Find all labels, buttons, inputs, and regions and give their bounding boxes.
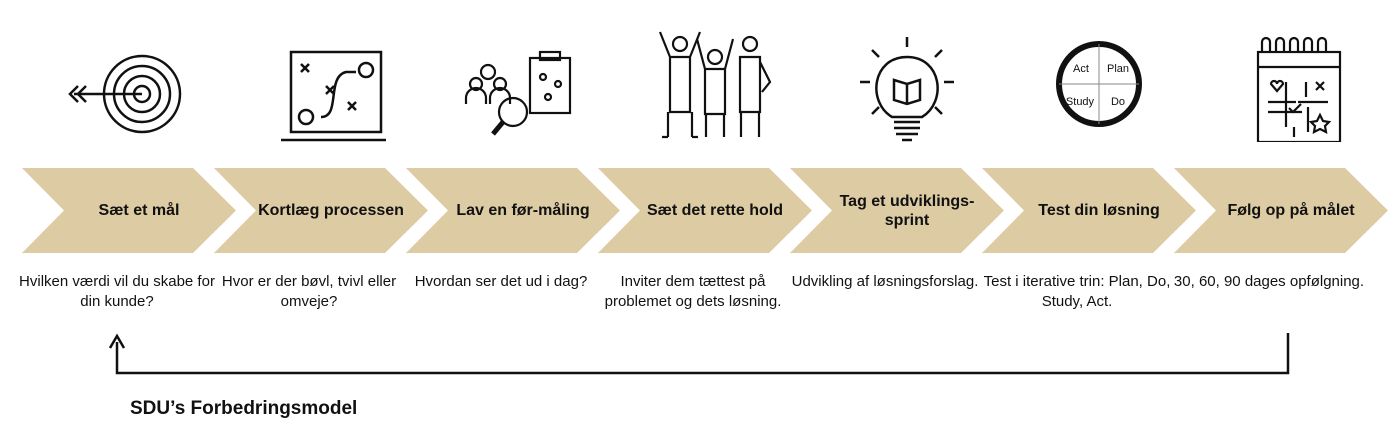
step-description: 30, 60, 90 dages opfølgning. bbox=[1173, 273, 1365, 290]
chevron-shape bbox=[1174, 168, 1388, 253]
step-description: Hvilken værdi vil du skabe for din kunde… bbox=[19, 273, 215, 310]
step-title: Kortlæg processen bbox=[258, 202, 404, 219]
step-4: Sæt det rette hold Inviter dem tættest p… bbox=[598, 0, 812, 445]
step-6: Act Plan Study Do Test din løsning Test … bbox=[982, 0, 1196, 445]
step-title: Test din løsning bbox=[1038, 202, 1160, 219]
step-title: Sæt det rette hold bbox=[646, 202, 783, 219]
footer-title: SDU’s Forbedringsmodel bbox=[130, 398, 358, 419]
chevron-shape bbox=[790, 168, 1004, 253]
team-cheering-icon bbox=[640, 22, 790, 142]
pdsa-cycle-icon: Act Plan Study Do bbox=[1024, 22, 1174, 142]
chevron-shape bbox=[598, 168, 812, 253]
chevron-shape bbox=[214, 168, 428, 253]
step-title: Tag et udviklings-sprint bbox=[839, 192, 975, 229]
step-description: Hvordan ser det ud i dag? bbox=[414, 273, 588, 290]
pdsa-study: Study bbox=[1066, 96, 1095, 108]
map-strategy-icon bbox=[256, 22, 406, 142]
pdsa-act: Act bbox=[1073, 63, 1089, 75]
lightbulb-book-icon bbox=[832, 22, 982, 142]
step-title: Lav en før-måling bbox=[456, 202, 590, 219]
step-title: Følg op på målet bbox=[1227, 202, 1355, 219]
step-7: Følg op på målet 30, 60, 90 dages opfølg… bbox=[1174, 0, 1388, 445]
pdsa-do: Do bbox=[1111, 96, 1125, 108]
people-magnifier-clipboard-icon bbox=[448, 22, 598, 142]
step-description: Inviter dem tættest på problemet og dets… bbox=[604, 273, 782, 310]
target-icon bbox=[64, 22, 214, 142]
step-5: Tag et udviklings-sprint Udvikling af lø… bbox=[790, 0, 1004, 445]
step-description: Hvor er der bøvl, tvivl eller omveje? bbox=[221, 273, 397, 310]
chevron-shape bbox=[22, 168, 236, 253]
step-description: Udvikling af løsningsforslag. bbox=[791, 273, 979, 290]
step-title: Sæt et mål bbox=[98, 202, 180, 219]
step-3: Lav en før-måling Hvordan ser det ud i d… bbox=[406, 0, 620, 445]
step-1: Sæt et mål Hvilken værdi vil du skabe fo… bbox=[19, 0, 236, 445]
chevron-shape bbox=[982, 168, 1196, 253]
chevron-shape bbox=[406, 168, 620, 253]
step-2: Kortlæg processen Hvor er der bøvl, tviv… bbox=[214, 0, 428, 445]
calendar-icon bbox=[1216, 22, 1366, 144]
pdsa-plan: Plan bbox=[1107, 63, 1129, 75]
step-description: Test i iterative trin: Plan, Do, Study, … bbox=[983, 273, 1171, 310]
